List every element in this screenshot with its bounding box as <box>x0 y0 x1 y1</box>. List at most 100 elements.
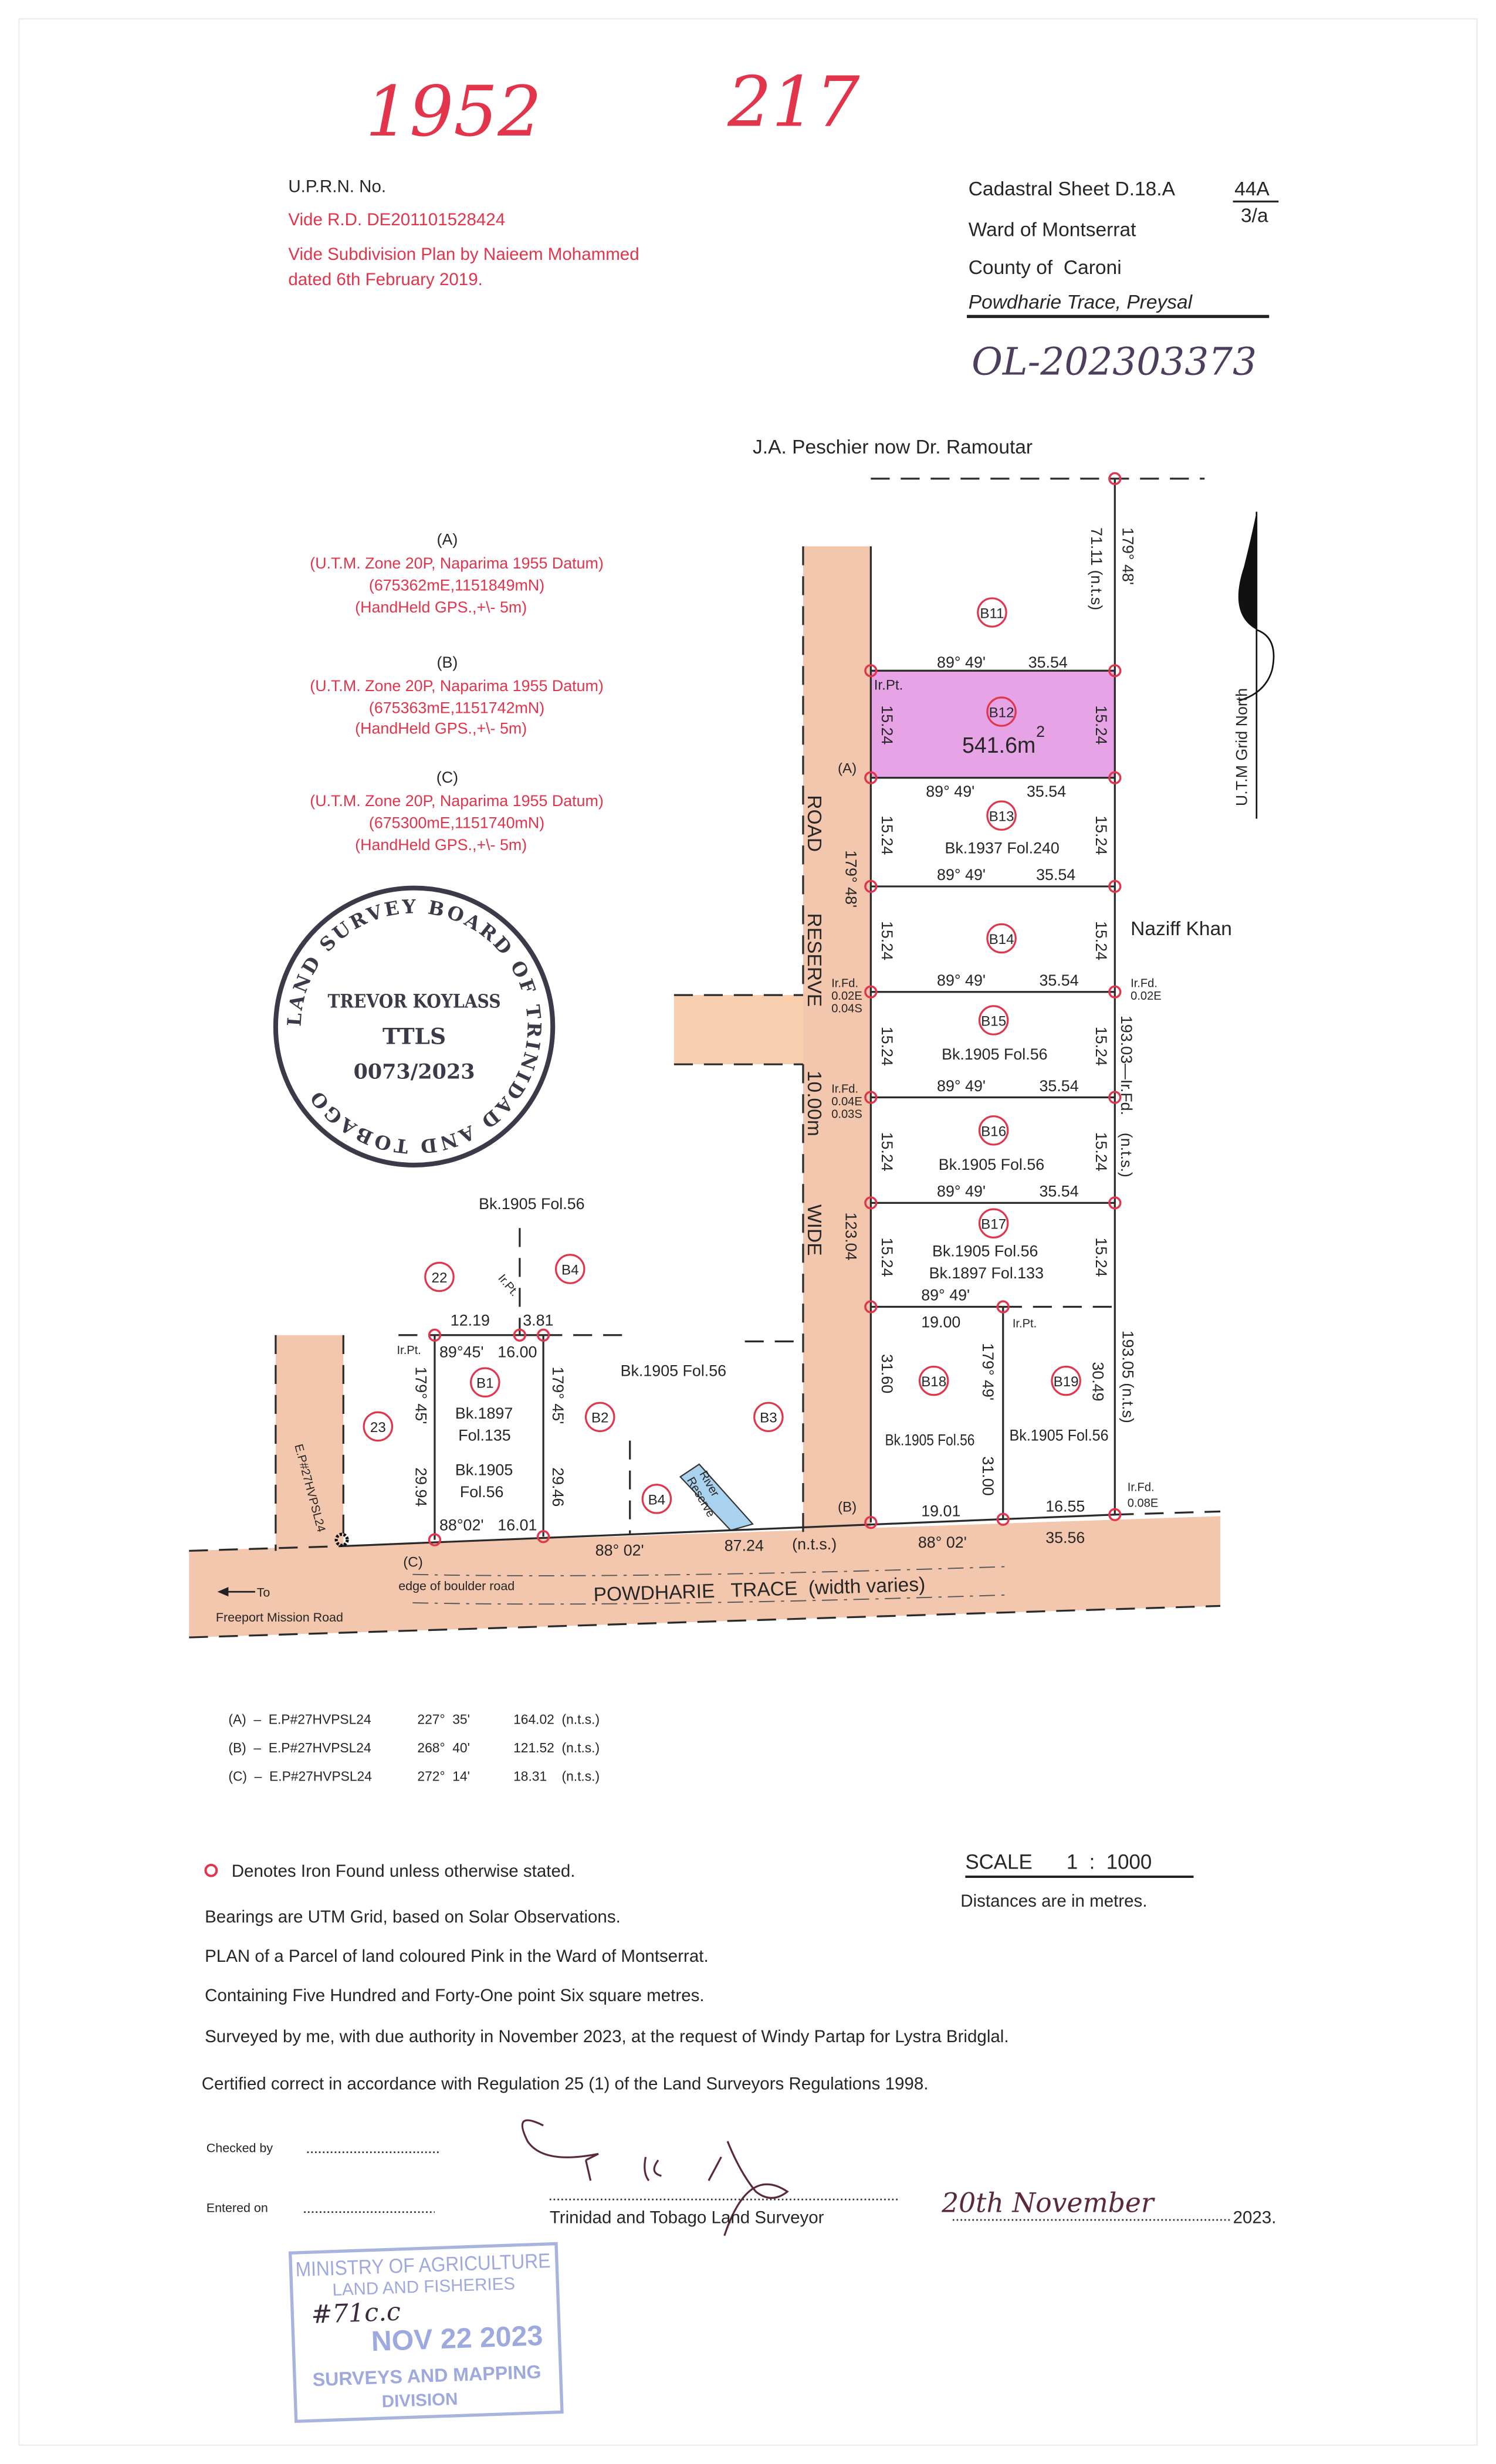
dist-87-24: 87.24 <box>725 1536 764 1554</box>
iron-marker-icon <box>864 1300 878 1314</box>
lot-b18: B18 <box>918 1365 949 1396</box>
point-a: (A) <box>838 761 857 777</box>
lot-23: 23 <box>363 1411 394 1442</box>
ties-table: (A) – E.P#27HVPSL24 227° 35' 164.02 (n.t… <box>228 1712 600 1784</box>
note-containing: Containing Five Hundred and Forty-One po… <box>205 1986 704 2005</box>
arrow-left-icon <box>217 1587 256 1597</box>
dist-35-56: 35.56 <box>1045 1529 1085 1546</box>
ministry-stamp: MINISTRY OF AGRICULTURE LAND AND FISHERI… <box>288 2242 564 2424</box>
lot-b4-north: B4 <box>554 1254 585 1284</box>
lot-number: B1 <box>476 1376 494 1392</box>
side-b13-east: 15.24 <box>1092 815 1110 855</box>
lot-circle <box>424 1261 455 1292</box>
lot-number: B11 <box>980 605 1004 621</box>
ir-fd-w2-south: 0.03S <box>831 1108 862 1121</box>
lot-b3: B3 <box>753 1402 784 1433</box>
boulder-road-label: edge of boulder road <box>398 1579 515 1593</box>
iron-found-icon <box>204 1863 218 1877</box>
side-b16-west: 15.24 <box>878 1132 896 1172</box>
dist-b11-b12: 35.54 <box>1028 654 1068 671</box>
iron-marker-icon <box>428 1533 442 1546</box>
dist-19-00: 19.00 <box>921 1313 960 1331</box>
note-iron-found: Denotes Iron Found unless otherwise stat… <box>232 1861 576 1881</box>
lot-b13: B13 <box>986 800 1017 831</box>
tie-c-distance: 18.31 (n.t.s.) <box>513 1768 600 1783</box>
dist-30-49: 30.49 <box>1089 1362 1107 1401</box>
dist-b12-b13: 35.54 <box>1027 783 1066 800</box>
lot-b15: B15 <box>978 1005 1009 1035</box>
plan-labels: J.A. Peschier now Dr. Ramoutar Naziff Kh… <box>216 436 1275 1624</box>
dist-193-03: 193.03—Ir.Fd. (n.t.s.) <box>1118 1016 1135 1177</box>
iron-marker-icon <box>864 771 878 784</box>
lot-number: B12 <box>989 705 1014 720</box>
uprn-label: U.P.R.N. No. <box>288 177 386 196</box>
lot-number: B2 <box>591 1410 609 1426</box>
note-bearings: Bearings are UTM Grid, based on Solar Ob… <box>205 1907 621 1927</box>
signoff: Checked by Entered on Trinidad and Tobag… <box>207 2119 1276 2236</box>
bearing-179-49: 179° 49' <box>979 1343 997 1400</box>
datum-b-label: (B) <box>437 654 458 671</box>
road-reserve-word-reserve: RESERVE <box>803 913 825 1007</box>
lot-circle <box>363 1411 394 1442</box>
datum-c-zone: (U.T.M. Zone 20P, Naparima 1955 Datum) <box>310 792 604 810</box>
iron-marker-icon <box>1108 1508 1122 1521</box>
road-reserve-width: 10.00m <box>803 1071 825 1136</box>
lot-circle <box>918 1365 949 1396</box>
dist-31-00: 31.00 <box>979 1456 997 1495</box>
river-reserve <box>679 1463 754 1531</box>
dist-16-55: 16.55 <box>1045 1497 1085 1515</box>
datum-b-zone: (U.T.M. Zone 20P, Naparima 1955 Datum) <box>310 677 604 695</box>
dist-19-01: 19.01 <box>921 1502 960 1519</box>
surveyor-stamp: LAND SURVEY BOARD OF TRINIDAD AND TOBAGO… <box>273 885 556 1167</box>
datum-a-accuracy: (HandHeld GPS.,+\- 5m) <box>355 598 527 616</box>
iron-marker-icon <box>996 1512 1010 1526</box>
lot-b14: B14 <box>986 923 1017 954</box>
location: Powdharie Trace, Preysal <box>969 292 1193 313</box>
cadastral-sheet: Cadastral Sheet D.18.A <box>969 178 1176 200</box>
note-plan-of: PLAN of a Parcel of land coloured Pink i… <box>205 1947 709 1966</box>
datum-b-accuracy: (HandHeld GPS.,+\- 5m) <box>355 720 527 737</box>
vide-rd: Vide R.D. DE201101528424 <box>288 210 505 229</box>
ir-pt-b12: Ir.Pt. <box>874 677 903 693</box>
dist-12-19: 12.19 <box>451 1312 490 1329</box>
deed-b13: Bk.1937 Fol.240 <box>945 840 1059 857</box>
bearing-b17-b18: 89° 49' <box>921 1287 970 1304</box>
lot-circle <box>1051 1365 1081 1396</box>
dist-16-00: 16.00 <box>497 1343 537 1360</box>
iron-marker-icon <box>1108 1091 1122 1104</box>
powdharie-trace-road <box>189 1516 1221 1638</box>
iron-marker-icon <box>864 1091 878 1104</box>
dist-123-04: 123.04 <box>842 1212 859 1260</box>
lot-number: B19 <box>1054 1374 1079 1390</box>
dist-71-11: 71.11 (n.t.s) <box>1088 527 1105 610</box>
road-reserve-word-wide: WIDE <box>803 1204 825 1256</box>
tie-c-bearing: 272° 14' <box>417 1768 470 1783</box>
point-c: (C) <box>403 1554 423 1570</box>
nts-note: (n.t.s.) <box>792 1535 837 1553</box>
lot-number: B18 <box>921 1374 946 1390</box>
bearing-b11-b12: 89° 49' <box>937 654 986 671</box>
deed-b16: Bk.1905 Fol.56 <box>939 1156 1044 1173</box>
county: County of Caroni <box>969 257 1122 279</box>
lot-circle <box>986 800 1017 831</box>
iron-marker-icon <box>1108 771 1122 784</box>
lot-b12: B12 <box>986 696 1017 727</box>
lot-circle <box>753 1402 784 1433</box>
stamp-name: TREVOR KOYLASS <box>327 990 500 1013</box>
ir-fd-e2: Ir.Fd. <box>1128 1481 1155 1494</box>
ministry-stamp-line3: SURVEYS AND MAPPING <box>312 2361 541 2391</box>
header: 1952 217 U.P.R.N. No. Vide R.D. DE201101… <box>288 62 1279 384</box>
datum-c-coords: (675300mE,1151740mN) <box>369 814 544 832</box>
ir-fd-e1-east: 0.02E <box>1131 990 1162 1003</box>
dist-b16-b17: 35.54 <box>1039 1183 1078 1200</box>
ministry-stamp-date: NOV 22 2023 <box>371 2320 543 2357</box>
lot-number: 22 <box>432 1270 448 1286</box>
tie-a-distance: 164.02 (n.t.s.) <box>513 1712 600 1727</box>
scale: SCALE 1 : 1000 <box>965 1851 1152 1874</box>
deed-b2-b3: Bk.1905 Fol.56 <box>621 1362 726 1380</box>
ministry-stamp-handwritten: #71c.c <box>311 2297 401 2330</box>
deed-b1-bk1905: Bk.1905 <box>455 1461 513 1479</box>
tie-b-point: (B) – E.P#27HVPSL24 <box>228 1740 371 1755</box>
lot-circle <box>470 1367 500 1398</box>
iron-marker-icon <box>1108 985 1122 999</box>
